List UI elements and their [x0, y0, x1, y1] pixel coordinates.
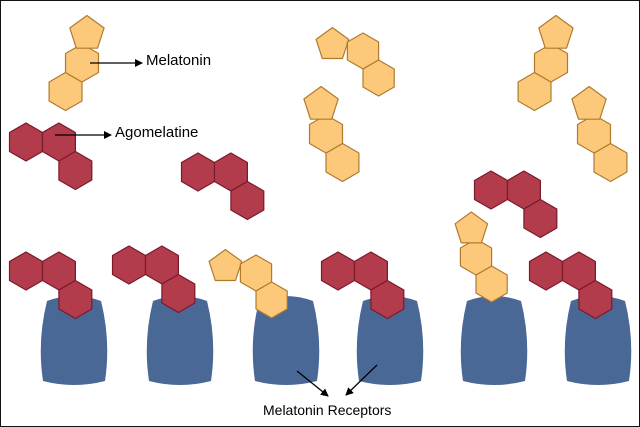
- agomelatine-legend-molecule: [8, 122, 93, 191]
- side-ring: [578, 279, 613, 320]
- bound-agomelatine-1: [8, 251, 93, 320]
- receptor-2: [146, 296, 214, 385]
- agomelatine-label: Agomelatine: [115, 124, 199, 141]
- molecule-layer: [8, 14, 628, 320]
- receptor-pointer-arrow-right: [345, 364, 378, 396]
- receptor-layer: [40, 296, 632, 385]
- bound-agomelatine-6: [528, 251, 613, 320]
- pyrrole-adjacent-ring: [459, 238, 493, 276]
- end-ring: [255, 281, 288, 319]
- pentagon-ring: [303, 85, 339, 120]
- side-ring: [523, 198, 558, 239]
- end-ring: [362, 59, 395, 97]
- melatonin-label: Melatonin: [146, 52, 212, 69]
- receptor-3: [252, 296, 320, 385]
- receptors-label: Melatonin Receptors: [263, 402, 392, 418]
- naphthalene-ring-left: [180, 152, 216, 192]
- free-melatonin-3: [303, 85, 360, 183]
- naphthalene-ring-left: [111, 245, 147, 285]
- pentagon-ring: [571, 85, 607, 120]
- pentagon-ring: [454, 211, 489, 244]
- naphthalene-ring-left: [8, 122, 44, 162]
- receptor-4: [356, 296, 424, 385]
- bound-agomelatine-2: [111, 245, 196, 314]
- bound-agomelatine-4: [320, 251, 405, 320]
- pentagon-ring: [69, 14, 105, 49]
- naphthalene-ring-left: [320, 251, 356, 291]
- arrow-layer: [55, 59, 378, 397]
- pentagon-ring: [315, 27, 350, 60]
- side-ring: [58, 279, 93, 320]
- side-ring: [58, 150, 93, 191]
- side-ring: [230, 180, 265, 221]
- free-melatonin-4: [571, 85, 628, 183]
- pyrrole-adjacent-ring: [576, 114, 612, 154]
- pyrrole-adjacent-ring: [533, 43, 569, 83]
- melatonin-legend-molecule: [48, 14, 105, 112]
- pyrrole-adjacent-ring: [64, 43, 100, 83]
- bound-melatonin-3: [208, 249, 288, 319]
- naphthalene-ring-left: [8, 251, 44, 291]
- free-agomelatine-2: [473, 170, 558, 239]
- naphthalene-ring-left: [473, 170, 509, 210]
- receptor-pointer-arrow-left: [296, 370, 329, 397]
- pyrrole-adjacent-ring: [308, 114, 344, 154]
- naphthalene-ring-left: [528, 251, 564, 291]
- free-agomelatine-1: [180, 152, 265, 221]
- receptor-5: [460, 296, 528, 385]
- receptor-1: [40, 296, 108, 385]
- pentagon-ring: [208, 249, 243, 282]
- pentagon-ring: [538, 14, 574, 49]
- free-melatonin-2: [517, 14, 574, 112]
- free-melatonin-1: [315, 27, 395, 97]
- bound-melatonin-5: [454, 211, 508, 303]
- side-ring: [370, 279, 405, 320]
- side-ring: [161, 273, 196, 314]
- receptor-6: [564, 296, 632, 385]
